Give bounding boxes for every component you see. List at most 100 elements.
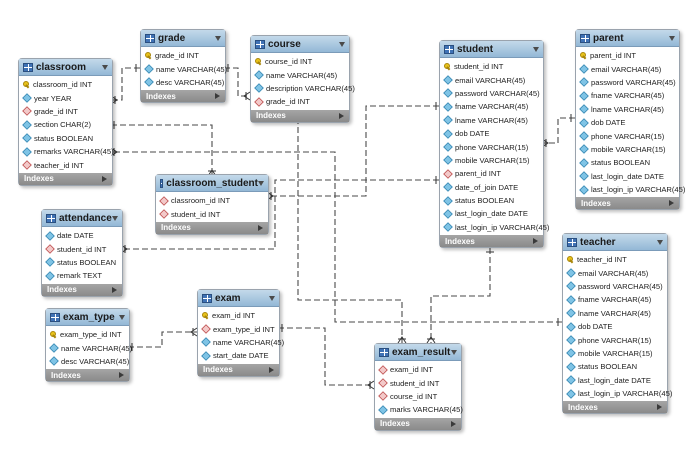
expand-arrow-icon[interactable] [657,404,662,411]
column-row[interactable]: phone VARCHAR(15) [563,333,667,346]
column-row[interactable]: status BOOLEAN [42,256,122,269]
column-row[interactable]: last_login_ip VARCHAR(45) [563,387,672,400]
column-row[interactable]: grade_id INT [251,95,349,108]
collapse-arrow-icon[interactable] [102,64,108,70]
expand-arrow-icon[interactable] [669,200,674,207]
table-header[interactable]: exam_result [375,344,461,361]
column-row[interactable]: course_id INT [375,390,461,403]
expand-arrow-icon[interactable] [269,366,274,373]
column-row[interactable]: exam_type_id INT [198,322,279,335]
expand-arrow-icon[interactable] [533,238,538,245]
column-row[interactable]: remark TEXT [42,269,122,282]
collapse-arrow-icon[interactable] [258,180,264,186]
indexes-footer[interactable]: Indexes [563,401,667,414]
column-row[interactable]: fname VARCHAR(45) [563,293,667,306]
column-row[interactable]: fname VARCHAR(45) [576,89,679,102]
column-row[interactable]: mobile VARCHAR(15) [440,154,543,167]
indexes-footer[interactable]: Indexes [251,109,349,122]
indexes-footer[interactable]: Indexes [42,283,122,296]
column-row[interactable]: course_id INT [251,55,349,68]
table-header[interactable]: student [440,41,543,58]
table-header[interactable]: classroom [19,59,112,76]
column-row[interactable]: phone VARCHAR(15) [576,129,679,142]
column-row[interactable]: parent_id INT [576,49,679,62]
column-row[interactable]: desc VARCHAR(45) [46,355,129,368]
column-row[interactable]: last_login_date DATE [563,374,667,387]
indexes-footer[interactable]: Indexes [19,172,112,185]
column-row[interactable]: email VARCHAR(45) [576,62,679,75]
table-header[interactable]: exam_type [46,309,129,326]
table-header[interactable]: teacher [563,234,667,251]
indexes-footer[interactable]: Indexes [156,221,268,234]
column-row[interactable]: status BOOLEAN [576,156,679,169]
column-row[interactable]: remarks VARCHAR(45) [19,145,114,158]
column-row[interactable]: password VARCHAR(45) [576,76,679,89]
column-row[interactable]: name VARCHAR(45) [141,62,227,75]
column-row[interactable]: status BOOLEAN [19,132,112,145]
collapse-arrow-icon[interactable] [119,314,125,320]
column-row[interactable]: date_of_join DATE [440,181,543,194]
column-row[interactable]: last_login_ip VARCHAR(45) [576,183,685,196]
column-row[interactable]: last_login_date DATE [576,170,679,183]
indexes-footer[interactable]: Indexes [46,369,129,382]
table-header[interactable]: course [251,36,349,53]
column-row[interactable]: name VARCHAR(45) [198,336,284,349]
column-row[interactable]: status BOOLEAN [440,194,543,207]
collapse-arrow-icon[interactable] [112,215,118,221]
column-row[interactable]: parent_id INT [440,167,543,180]
expand-arrow-icon[interactable] [339,112,344,119]
column-row[interactable]: phone VARCHAR(15) [440,140,543,153]
column-row[interactable]: desc VARCHAR(45) [141,76,225,89]
expand-arrow-icon[interactable] [215,93,220,100]
column-row[interactable]: dob DATE [576,116,679,129]
column-row[interactable]: exam_type_id INT [46,328,129,341]
collapse-arrow-icon[interactable] [657,239,663,245]
column-row[interactable]: fname VARCHAR(45) [440,100,543,113]
expand-arrow-icon[interactable] [258,224,263,231]
table-header[interactable]: classroom_student [156,175,268,192]
indexes-footer[interactable]: Indexes [440,235,543,248]
column-row[interactable]: dob DATE [563,320,667,333]
table-header[interactable]: exam [198,290,279,307]
column-row[interactable]: student_id INT [156,207,268,220]
column-row[interactable]: email VARCHAR(45) [563,266,667,279]
indexes-footer[interactable]: Indexes [576,197,679,210]
column-row[interactable]: teacher_id INT [19,158,112,171]
collapse-arrow-icon[interactable] [669,35,675,41]
column-row[interactable]: email VARCHAR(45) [440,73,543,86]
column-row[interactable]: description VARCHAR(45) [251,82,355,95]
table-header[interactable]: grade [141,30,225,47]
column-row[interactable]: student_id INT [375,376,461,389]
column-row[interactable]: date DATE [42,229,122,242]
collapse-arrow-icon[interactable] [533,46,539,52]
column-row[interactable]: grade_id INT [19,105,112,118]
column-row[interactable]: lname VARCHAR(45) [576,103,679,116]
table-header[interactable]: parent [576,30,679,47]
expand-arrow-icon[interactable] [112,286,117,293]
column-row[interactable]: name VARCHAR(45) [251,68,349,81]
indexes-footer[interactable]: Indexes [198,363,279,376]
column-row[interactable]: dob DATE [440,127,543,140]
column-row[interactable]: last_login_ip VARCHAR(45) [440,221,549,234]
indexes-footer[interactable]: Indexes [141,90,225,103]
expand-arrow-icon[interactable] [119,372,124,379]
collapse-arrow-icon[interactable] [269,295,275,301]
table-header[interactable]: attendance [42,210,122,227]
column-row[interactable]: exam_id INT [198,309,279,322]
column-row[interactable]: mobile VARCHAR(15) [576,143,679,156]
column-row[interactable]: lname VARCHAR(45) [563,307,667,320]
column-row[interactable]: section CHAR(2) [19,118,112,131]
column-row[interactable]: password VARCHAR(45) [440,87,543,100]
column-row[interactable]: classroom_id INT [156,194,268,207]
column-row[interactable]: name VARCHAR(45) [46,341,132,354]
column-row[interactable]: year YEAR [19,91,112,104]
column-row[interactable]: teacher_id INT [563,253,667,266]
